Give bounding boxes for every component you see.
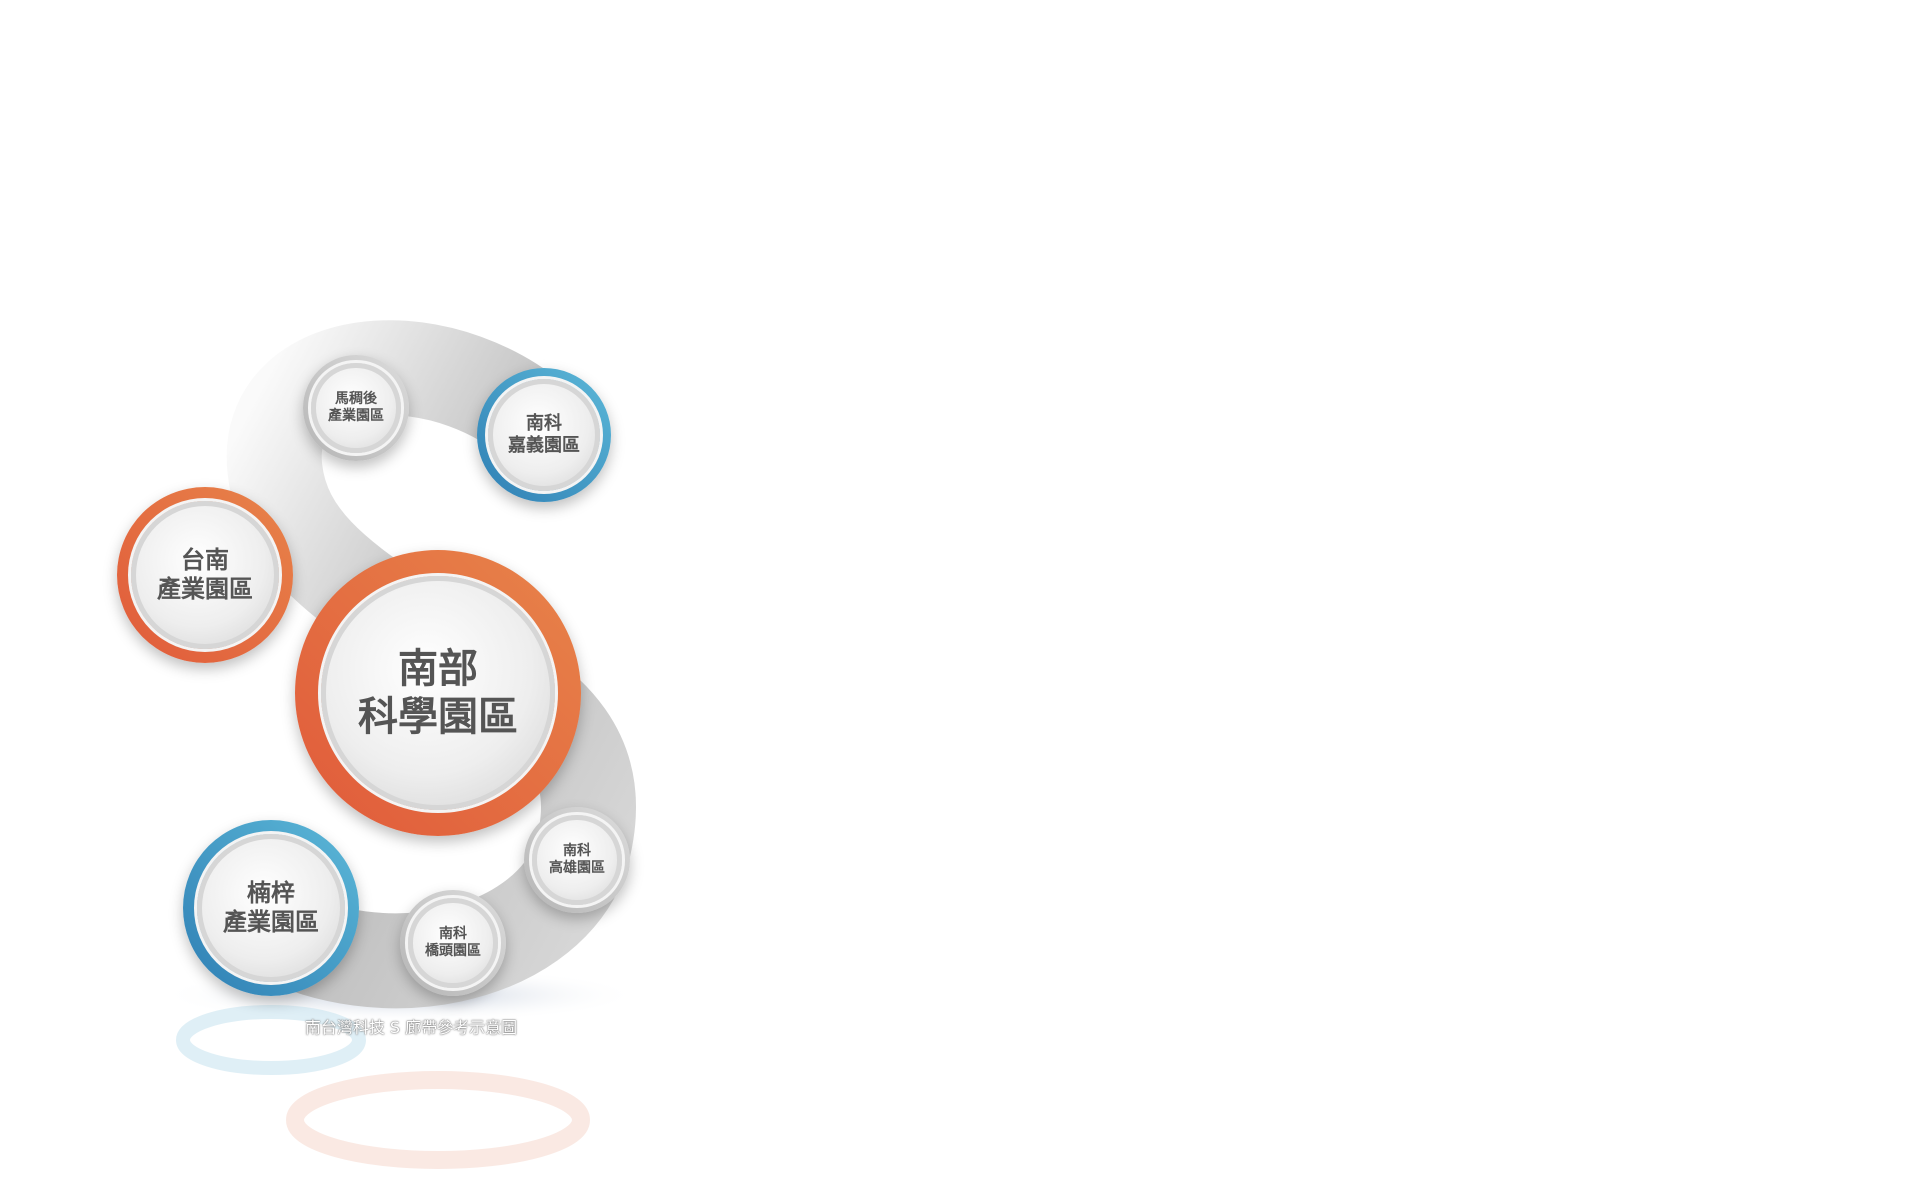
node-label-line2: 橋頭園區 <box>425 943 481 959</box>
node-nanzi[interactable]: 楠梓產業園區 <box>183 820 359 996</box>
node-label-line1: 南科 <box>563 843 591 860</box>
node-kaohsiung[interactable]: 南科高雄園區 <box>524 807 630 913</box>
node-label-line1: 台南 <box>180 546 229 575</box>
node-label-line1: 南科 <box>525 413 562 435</box>
node-label-line2: 產業園區 <box>222 907 319 936</box>
node-label-line1: 南科 <box>439 926 467 943</box>
reflection <box>176 1005 366 1075</box>
center-label-line2: 科學園區 <box>357 693 518 740</box>
center-label-line1: 南部 <box>397 645 478 692</box>
node-label-line2: 高雄園區 <box>549 860 605 876</box>
reflection <box>286 1071 590 1169</box>
node-label-line2: 產業園區 <box>156 574 253 603</box>
node-label-line2: 嘉義園區 <box>507 434 580 456</box>
node-label-line1: 楠梓 <box>246 879 295 908</box>
node-qiaotou[interactable]: 南科橋頭園區 <box>400 890 506 996</box>
node-chiayi[interactable]: 南科嘉義園區 <box>477 368 611 502</box>
node-label-line2: 產業園區 <box>328 408 384 424</box>
node-tainan[interactable]: 台南產業園區 <box>117 487 293 663</box>
node-label-line1: 馬稠後 <box>335 391 377 408</box>
diagram-caption: 南台灣科技 S 廊帶參考示意圖 <box>304 1018 518 1037</box>
node-machougou[interactable]: 馬稠後產業園區 <box>303 355 409 461</box>
node-center-science-park[interactable]: 南部 科學園區 <box>295 550 581 836</box>
